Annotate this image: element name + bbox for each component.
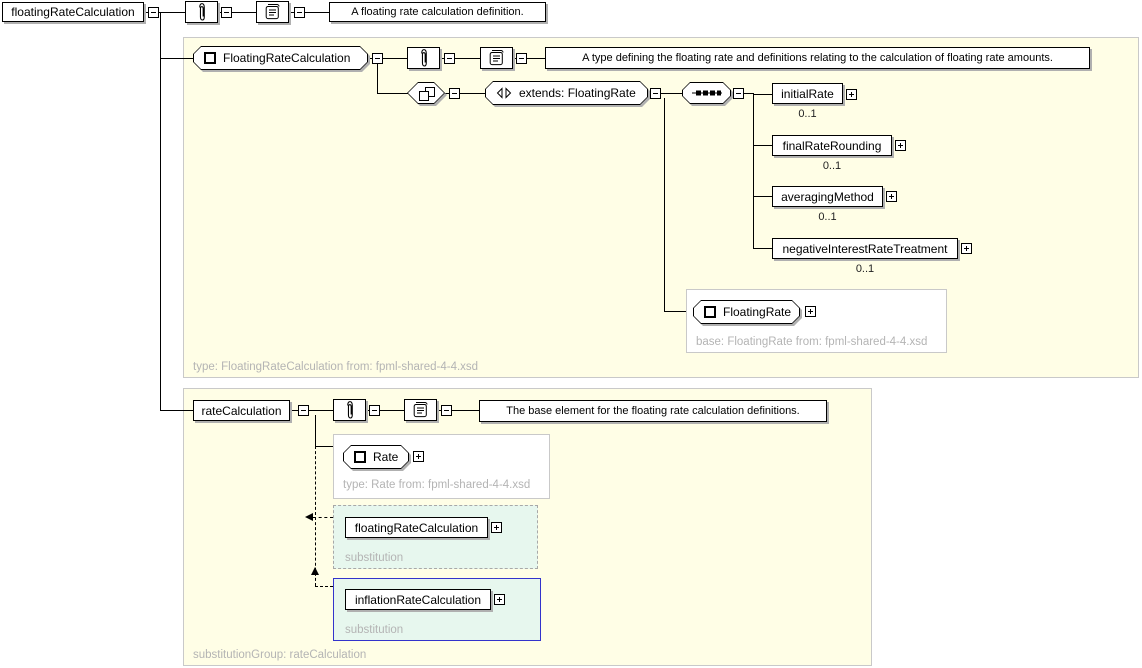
scroll-icon bbox=[489, 50, 504, 66]
complextype-icon bbox=[354, 451, 366, 463]
element-node-floatingRateCalculation[interactable]: floatingRateCalculation bbox=[2, 2, 144, 22]
sequence-node[interactable] bbox=[682, 82, 731, 104]
collapse-toggle[interactable] bbox=[298, 405, 309, 416]
expand-toggle[interactable] bbox=[846, 89, 857, 100]
connector-line bbox=[368, 58, 545, 59]
substitution-caption: substitution bbox=[345, 624, 404, 636]
attributes-node[interactable] bbox=[333, 399, 366, 421]
collapse-toggle[interactable] bbox=[650, 88, 661, 99]
connector-line bbox=[160, 410, 193, 411]
collapse-toggle[interactable] bbox=[441, 405, 452, 416]
complextype-icon bbox=[204, 52, 216, 64]
type-group-footer: type: FloatingRateCalculation from: fpml… bbox=[193, 361, 479, 373]
cardinality-label: 0..1 bbox=[798, 108, 817, 120]
rate-type-caption: type: Rate from: fpml-shared-4-4.xsd bbox=[343, 479, 531, 491]
connector-line bbox=[290, 410, 479, 411]
paperclip-icon bbox=[198, 3, 205, 21]
expand-toggle[interactable] bbox=[805, 306, 816, 317]
element-node-averagingMethod[interactable]: averagingMethod bbox=[772, 186, 883, 207]
expand-toggle[interactable] bbox=[961, 243, 972, 254]
type-definition-group bbox=[183, 37, 1139, 378]
connector-line bbox=[753, 94, 772, 95]
collapse-toggle[interactable] bbox=[444, 53, 455, 64]
base-type-caption: base: FloatingRate from: fpml-shared-4-4… bbox=[696, 336, 928, 348]
collapse-toggle[interactable] bbox=[294, 7, 305, 18]
connector-line bbox=[315, 446, 333, 447]
cardinality-label: 0..1 bbox=[818, 211, 837, 223]
substitution-arrow bbox=[305, 513, 313, 521]
connector-line bbox=[377, 63, 378, 93]
extends-icon bbox=[496, 87, 512, 99]
connector-line bbox=[664, 311, 686, 312]
element-label: floatingRateCalculation bbox=[11, 5, 135, 19]
element-node-initialRate[interactable]: initialRate bbox=[772, 83, 843, 104]
connector-line bbox=[160, 12, 161, 410]
documentation-node[interactable] bbox=[480, 47, 513, 69]
substitution-arrow bbox=[311, 567, 319, 575]
element-node-rateCalculation[interactable]: rateCalculation bbox=[193, 400, 290, 421]
collapse-toggle[interactable] bbox=[372, 53, 383, 64]
substitution-caption: substitution bbox=[345, 552, 404, 564]
complexcontent-node[interactable] bbox=[407, 82, 445, 104]
attributes-node[interactable] bbox=[407, 47, 440, 69]
scroll-icon bbox=[413, 402, 428, 418]
substitution-group-footer: substitutionGroup: rateCalculation bbox=[193, 649, 367, 661]
expand-toggle[interactable] bbox=[491, 522, 502, 533]
connector-line bbox=[664, 98, 665, 311]
sequence-icon bbox=[691, 89, 723, 97]
collapse-toggle[interactable] bbox=[148, 7, 159, 18]
cardinality-label: 0..1 bbox=[855, 263, 875, 275]
collapse-toggle[interactable] bbox=[449, 88, 460, 99]
expand-toggle[interactable] bbox=[895, 140, 906, 151]
documentation-node[interactable] bbox=[404, 399, 437, 421]
type-label: FloatingRateCalculation bbox=[223, 51, 351, 65]
substitution-dashed-line bbox=[315, 586, 333, 587]
expand-toggle[interactable] bbox=[413, 451, 424, 462]
element-node-finalRateRounding[interactable]: finalRateRounding bbox=[772, 135, 892, 156]
substitution-dashed-line bbox=[315, 446, 316, 586]
documentation-node[interactable] bbox=[256, 1, 289, 23]
connector-line bbox=[753, 145, 772, 146]
collapse-toggle[interactable] bbox=[369, 405, 380, 416]
annotation-text-box: A type defining the floating rate and de… bbox=[545, 47, 1090, 69]
connector-line bbox=[144, 12, 329, 13]
annotation-text-box: The base element for the floating rate c… bbox=[479, 400, 827, 422]
scroll-icon bbox=[265, 4, 280, 20]
cardinality-label: 0..1 bbox=[822, 160, 842, 172]
complextype-node-FloatingRateCalculation[interactable]: FloatingRateCalculation bbox=[193, 46, 368, 70]
attributes-node[interactable] bbox=[185, 1, 218, 23]
extension-node[interactable]: extends: FloatingRate bbox=[485, 81, 648, 105]
connector-line bbox=[315, 415, 316, 446]
connector-line bbox=[753, 196, 772, 197]
collapse-toggle[interactable] bbox=[221, 7, 232, 18]
paperclip-icon bbox=[346, 401, 353, 419]
collapse-toggle[interactable] bbox=[516, 53, 527, 64]
connector-line bbox=[753, 248, 772, 249]
connector-line bbox=[753, 93, 754, 248]
complextype-node-Rate[interactable]: Rate bbox=[343, 445, 409, 469]
extends-label: extends: FloatingRate bbox=[519, 86, 636, 100]
paperclip-icon bbox=[420, 49, 427, 67]
annotation-text-box: A floating rate calculation definition. bbox=[329, 2, 546, 22]
complextype-icon bbox=[704, 306, 716, 318]
complextype-node-FloatingRate[interactable]: FloatingRate bbox=[693, 300, 800, 324]
element-node-negativeInterestRateTreatment[interactable]: negativeInterestRateTreatment bbox=[772, 238, 958, 259]
connector-line bbox=[648, 93, 682, 94]
expand-toggle[interactable] bbox=[886, 191, 897, 202]
expand-toggle[interactable] bbox=[494, 594, 505, 605]
substitution-dashed-line bbox=[313, 517, 333, 518]
complexcontent-icon bbox=[418, 86, 435, 101]
element-node-substitution-floatingRateCalculation[interactable]: floatingRateCalculation bbox=[345, 517, 488, 538]
collapse-toggle[interactable] bbox=[733, 88, 744, 99]
element-node-substitution-inflationRateCalculation[interactable]: inflationRateCalculation bbox=[345, 589, 491, 610]
connector-line bbox=[160, 58, 193, 59]
